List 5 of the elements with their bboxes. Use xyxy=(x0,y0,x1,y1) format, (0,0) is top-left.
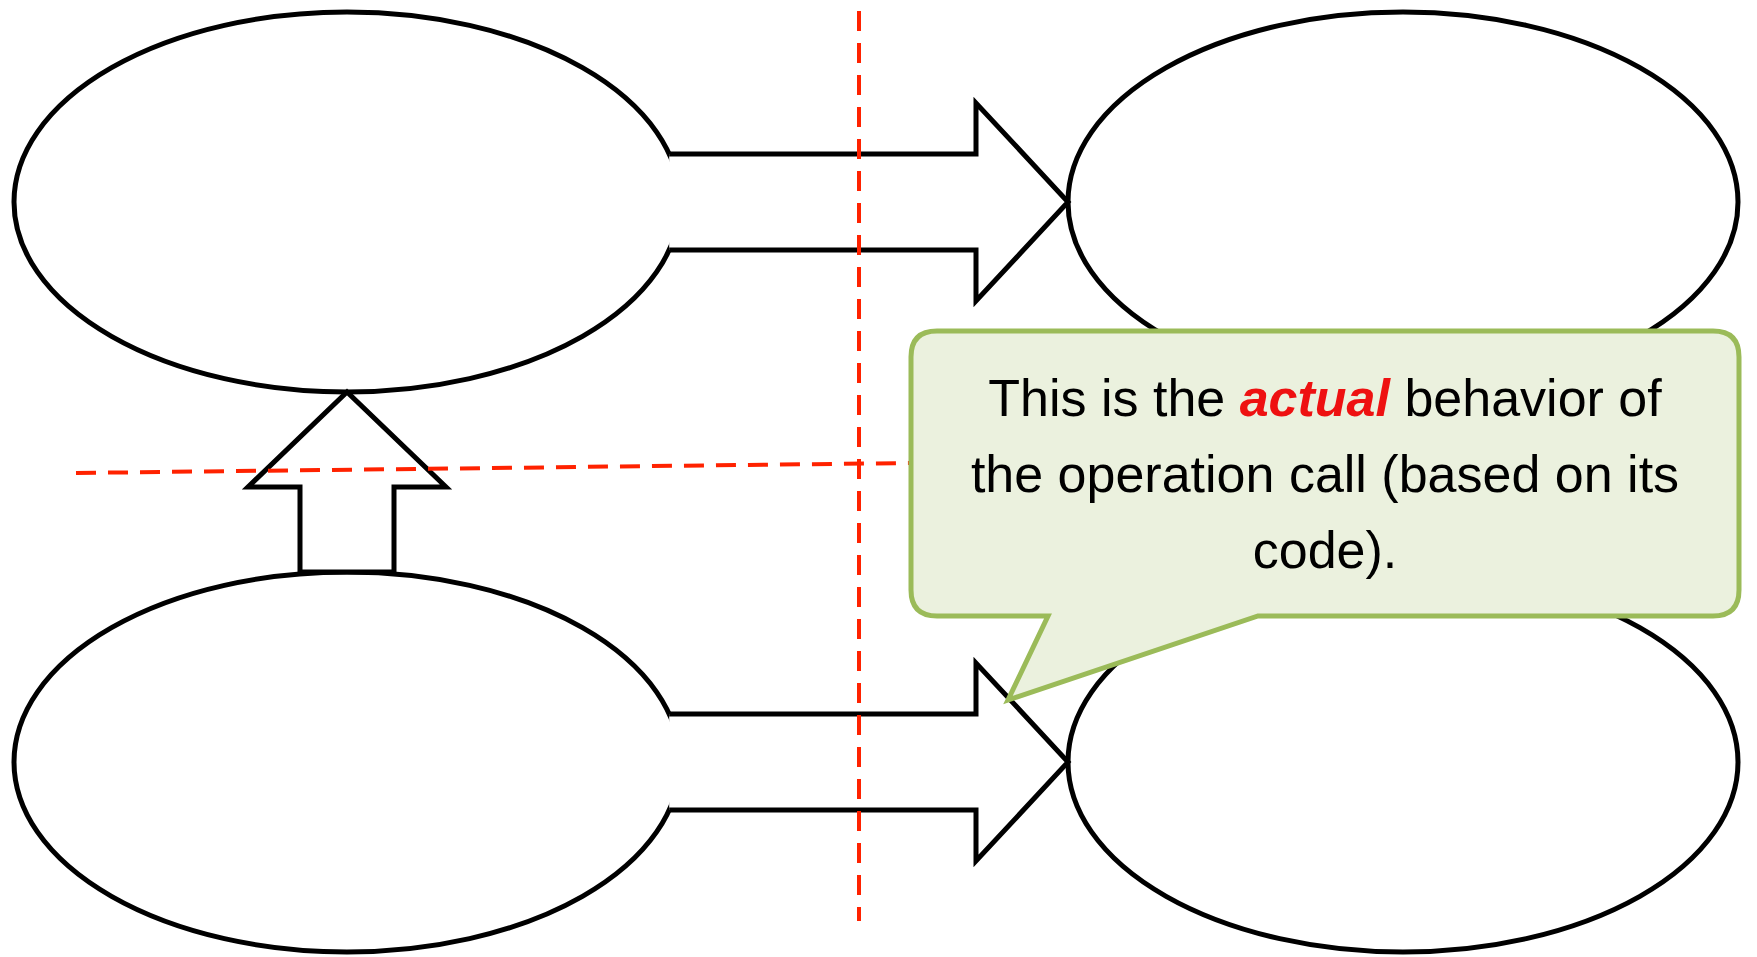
block-arrow xyxy=(241,388,453,575)
block-arrow xyxy=(666,656,1072,868)
speech-bubble-tooltip xyxy=(908,328,1742,703)
callout-text: This is the actual behavior of the operation call (based on its code). xyxy=(969,368,1681,581)
block-arrow xyxy=(666,96,1072,308)
